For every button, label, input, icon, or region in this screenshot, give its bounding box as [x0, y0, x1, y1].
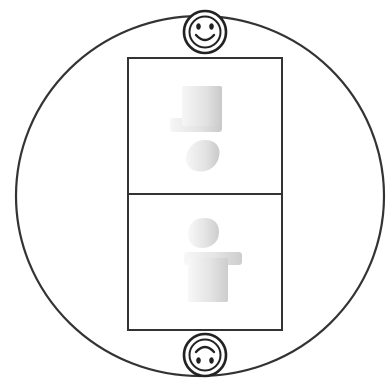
upside-down-smiley-face-icon [184, 334, 226, 376]
smiley-face-icon [184, 11, 226, 53]
